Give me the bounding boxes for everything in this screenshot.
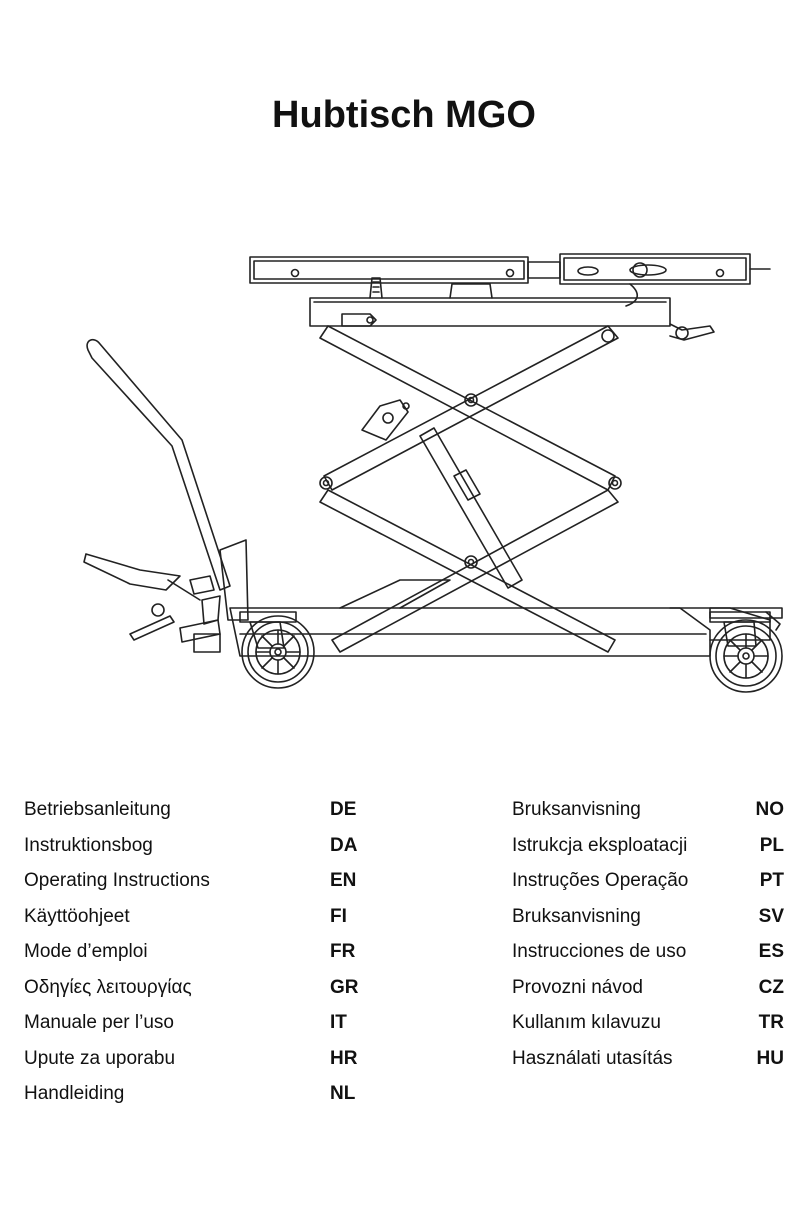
language-name: Instruktionsbog bbox=[24, 834, 153, 856]
language-code: DA bbox=[330, 834, 358, 856]
language-row: Instrucciones de uso ES bbox=[512, 934, 784, 970]
language-row: Provozni návod CZ bbox=[512, 970, 784, 1006]
language-code: PT bbox=[759, 870, 784, 891]
language-list-right: Bruksanvisning NO Istrukcja eksploatacji… bbox=[512, 792, 784, 1076]
handle bbox=[83, 338, 249, 653]
language-row: Betriebsanleitung DE bbox=[24, 792, 360, 828]
language-code: NO bbox=[755, 799, 785, 820]
language-row: Mode d’emploi FR bbox=[24, 934, 360, 970]
language-name: Operating Instructions bbox=[24, 870, 210, 891]
language-row: Használati utasítás HU bbox=[512, 1041, 784, 1077]
language-name: Käyttöohjeet bbox=[24, 905, 130, 927]
platform bbox=[309, 277, 715, 343]
language-code: SV bbox=[758, 905, 784, 927]
language-row: Instruktionsbog DA bbox=[24, 828, 360, 864]
language-code: ES bbox=[758, 941, 784, 962]
language-name: Upute za uporabu bbox=[24, 1047, 176, 1069]
language-row: Istrukcja eksploatacji PL bbox=[512, 828, 784, 864]
language-row: Käyttöohjeet FI bbox=[24, 899, 360, 935]
language-name: Betriebsanleitung bbox=[24, 799, 171, 820]
language-code: TR bbox=[758, 1012, 784, 1033]
language-list-left: Betriebsanleitung DE Instruktionsbog DA … bbox=[24, 792, 360, 1112]
language-code: HR bbox=[330, 1047, 358, 1069]
language-name: Provozni návod bbox=[512, 976, 643, 998]
language-name: Használati utasítás bbox=[512, 1047, 673, 1069]
language-code: EN bbox=[330, 870, 357, 891]
language-row: Instruções Operação PT bbox=[512, 863, 784, 899]
language-name: Οδηγίες λειτουργίας bbox=[24, 976, 192, 998]
language-name: Manuale per l’uso bbox=[24, 1012, 174, 1033]
language-code: IT bbox=[330, 1012, 347, 1033]
scissor-arms bbox=[319, 325, 622, 653]
language-row: Οδηγίες λειτουργίας GR bbox=[24, 970, 360, 1006]
language-row: Bruksanvisning NO bbox=[512, 792, 784, 828]
lift-table-drawing bbox=[83, 253, 783, 693]
language-name: Bruksanvisning bbox=[512, 799, 641, 820]
left-wheel bbox=[239, 611, 315, 689]
language-row: Bruksanvisning SV bbox=[512, 899, 784, 935]
language-code: PL bbox=[759, 834, 784, 856]
language-name: Kullanım kılavuzu bbox=[512, 1012, 661, 1033]
language-name: Instruções Operação bbox=[512, 870, 689, 891]
language-code: CZ bbox=[758, 976, 784, 998]
language-name: Handleiding bbox=[24, 1083, 125, 1104]
language-code: FR bbox=[330, 941, 356, 962]
language-name: Bruksanvisning bbox=[512, 905, 641, 927]
document-title: Hubtisch MGO bbox=[272, 94, 536, 136]
language-row: Operating Instructions EN bbox=[24, 863, 360, 899]
language-name: Istrukcja eksploatacji bbox=[512, 834, 688, 856]
language-code: DE bbox=[330, 799, 357, 820]
language-row: Manuale per l’uso IT bbox=[24, 1005, 360, 1041]
language-code: NL bbox=[330, 1083, 356, 1104]
language-code: GR bbox=[330, 976, 359, 998]
language-name: Mode d’emploi bbox=[24, 941, 148, 962]
language-row: Handleiding NL bbox=[24, 1076, 360, 1112]
language-code: FI bbox=[330, 905, 347, 927]
top-rail bbox=[249, 253, 771, 285]
language-row: Kullanım kılavuzu TR bbox=[512, 1005, 784, 1041]
right-wheel bbox=[709, 611, 783, 693]
language-code: HU bbox=[756, 1047, 784, 1069]
language-row: Upute za uporabu HR bbox=[24, 1041, 360, 1077]
language-name: Instrucciones de uso bbox=[512, 941, 687, 962]
